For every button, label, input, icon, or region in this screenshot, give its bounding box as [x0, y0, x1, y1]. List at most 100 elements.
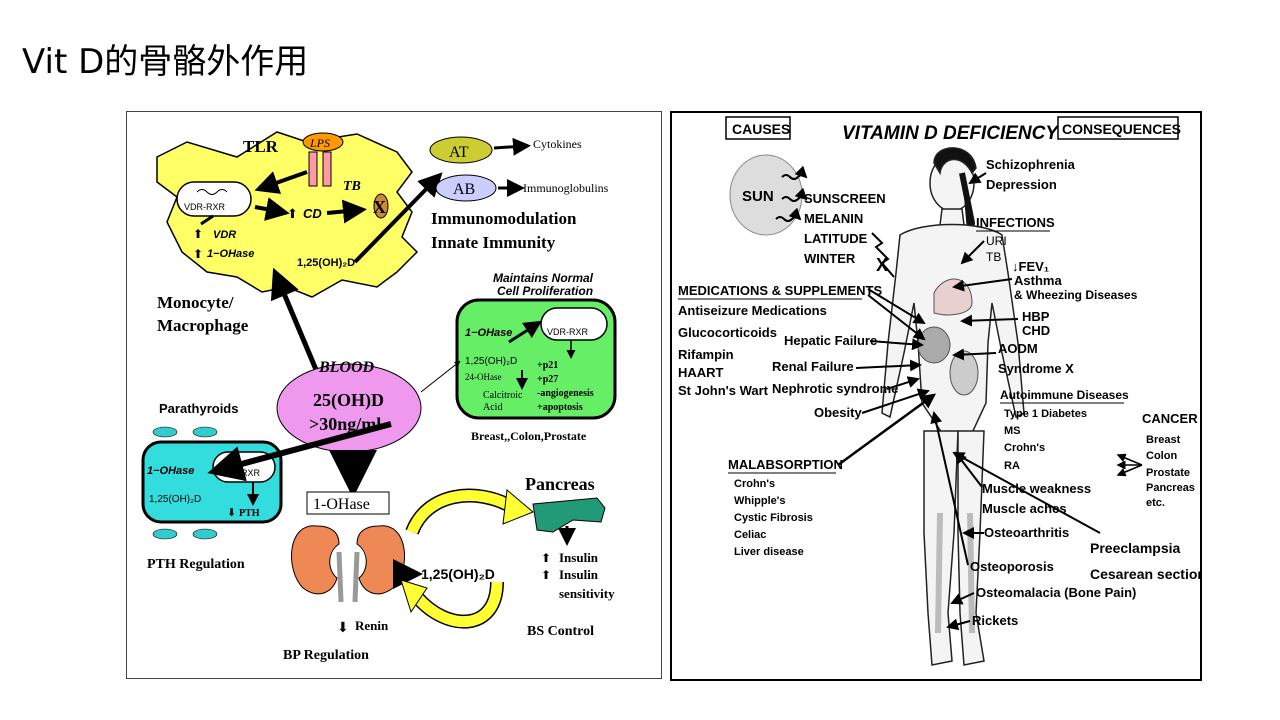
medication-item: Antiseizure Medications	[678, 303, 827, 318]
pth-125-label: 1,25(OH)₂D	[149, 494, 201, 505]
bone-label: Rickets	[972, 613, 1018, 628]
nephrotic-label: Nephrotic syndrome	[772, 381, 898, 396]
autoimmune-item: MS	[1004, 425, 1021, 437]
dna-icon	[196, 189, 228, 195]
insulin-sensitivity-label: Insulin	[559, 567, 599, 582]
kidney-125-label: 1,25(OH)₂D	[421, 566, 495, 582]
arrow	[353, 172, 443, 264]
extraskeletal-diagram-panel: TLR LPS TB X VDR-RXR ⬆ CD ⬆ VDR ⬆ 1−OHas…	[126, 111, 662, 679]
cancer-item: Breast	[1146, 434, 1181, 446]
pointer-arrow	[952, 348, 997, 361]
up-arrow: ⬆	[287, 206, 298, 221]
wavy-arrow	[781, 187, 808, 202]
arrow	[200, 214, 214, 226]
cell-effect: +apoptosis	[537, 402, 583, 413]
asthma-label: Asthma	[1014, 273, 1062, 288]
bone-label: Osteomalacia (Bone Pain)	[976, 585, 1136, 600]
tlr-label: TLR	[243, 137, 279, 156]
cell-effect: +p21	[537, 360, 558, 371]
up-arrow: ⬆	[541, 551, 551, 565]
bp-regulation-label: BP Regulation	[283, 648, 369, 663]
medication-item: St John's Wart	[678, 383, 769, 398]
bone-label: Osteoarthritis	[984, 525, 1069, 540]
cancer-arrows	[1116, 453, 1143, 477]
infection-item: TB	[986, 250, 1001, 264]
pointer-arrow	[968, 172, 987, 185]
obesity-label: Obesity	[814, 405, 862, 420]
ureter	[336, 551, 360, 603]
blocked-ray	[871, 232, 895, 278]
lps-label: LPS	[309, 136, 330, 150]
pancreas-label: Pancreas	[525, 474, 595, 494]
kidney-ohase-label: 1-OHase	[313, 496, 370, 513]
immunoglobulins-label: Immunoglobulins	[523, 181, 609, 195]
wheezing-label: & Wheezing Diseases	[1014, 288, 1138, 302]
pregnancy-label: Cesarean section	[1090, 566, 1200, 582]
lps-oval	[302, 132, 344, 152]
sun-cause: SUNSCREEN	[804, 191, 886, 206]
metabolic-label: AODM	[998, 341, 1038, 356]
vdr-rxr-label: VDR-RXR	[184, 202, 226, 212]
psych-label: Schizophrenia	[986, 157, 1076, 172]
cv-label: HBP	[1022, 309, 1050, 324]
sun-cause: LATITUDE	[804, 231, 868, 246]
cell-24ohase-label: 24-OHase	[465, 372, 502, 382]
pointer-arrow	[930, 411, 969, 566]
fev-label: ↓FEV₁	[1012, 259, 1049, 274]
cancer-item: Pancreas	[1146, 482, 1195, 494]
malabsorption-title: MALABSORPTION	[728, 457, 843, 472]
metabolic-label: Syndrome X	[998, 361, 1074, 376]
arrow	[493, 137, 531, 156]
cell-vdr-label: VDR-RXR	[547, 327, 589, 337]
up-arrow: ⬆	[193, 227, 203, 241]
yellow-arrow-from-pancreas	[412, 581, 503, 628]
at-label: AT	[449, 144, 469, 161]
tb-x-mark: X	[373, 197, 386, 217]
maintains-label: Maintains Normal	[493, 271, 594, 285]
cancer-item: Prostate	[1146, 467, 1190, 479]
renal-failure-label: Renal Failure	[772, 359, 854, 374]
cell-effect: -angiogenesis	[537, 388, 594, 399]
cancer-title: CANCER	[1142, 411, 1198, 426]
pointer-arrow	[950, 592, 975, 605]
consequences-box	[1057, 116, 1179, 140]
up-arrow: ⬆	[193, 247, 203, 261]
deficiency-diagram-panel: CAUSES VITAMIN D DEFICIENCY CONSEQUENCES…	[670, 111, 1206, 681]
arrow	[508, 320, 543, 344]
cd-label: CD	[303, 206, 322, 221]
monocyte-label: Monocyte/	[157, 293, 234, 312]
parathyroid-gland	[152, 528, 178, 540]
cv-label: CHD	[1022, 323, 1050, 338]
pointer-arrow	[960, 240, 985, 265]
medication-item: HAART	[678, 365, 724, 380]
kidney-right	[356, 525, 405, 595]
pointer-arrow	[861, 388, 930, 414]
parathyroid-gland	[152, 426, 178, 438]
malabsorption-item: Whipple's	[734, 495, 786, 507]
up-arrow: ⬆	[541, 568, 551, 582]
organs	[917, 278, 979, 396]
sun-label: SUN	[742, 188, 774, 205]
cancers-label: Breast,,Colon,Prostate	[471, 429, 587, 443]
medication-item: Glucocorticoids	[678, 325, 777, 340]
pointer-arrow	[867, 288, 926, 325]
pointer-arrow	[837, 393, 937, 467]
cell-effect: +p27	[537, 374, 558, 385]
pointer-arrow	[946, 618, 971, 631]
hepatic-failure-label: Hepatic Failure	[784, 333, 877, 348]
causes-box	[725, 116, 791, 140]
cytokines-label: Cytokines	[533, 137, 582, 151]
blood-label: BLOOD	[318, 359, 375, 376]
medication-item: Rifampin	[678, 347, 734, 362]
wavy-arrow	[781, 165, 808, 180]
pth-regulation-label: PTH Regulation	[147, 557, 245, 572]
autoimmune-title: Autoimmune Diseases	[1000, 388, 1129, 402]
tb-label: TB	[343, 179, 361, 194]
arrow	[254, 170, 308, 194]
sensitivity-label: sensitivity	[559, 586, 615, 601]
pointer-arrow	[869, 338, 924, 351]
insulin-label: Insulin	[559, 550, 599, 565]
consequences-label: CONSEQUENCES	[1062, 121, 1181, 137]
parathyroid-gland	[192, 426, 218, 438]
